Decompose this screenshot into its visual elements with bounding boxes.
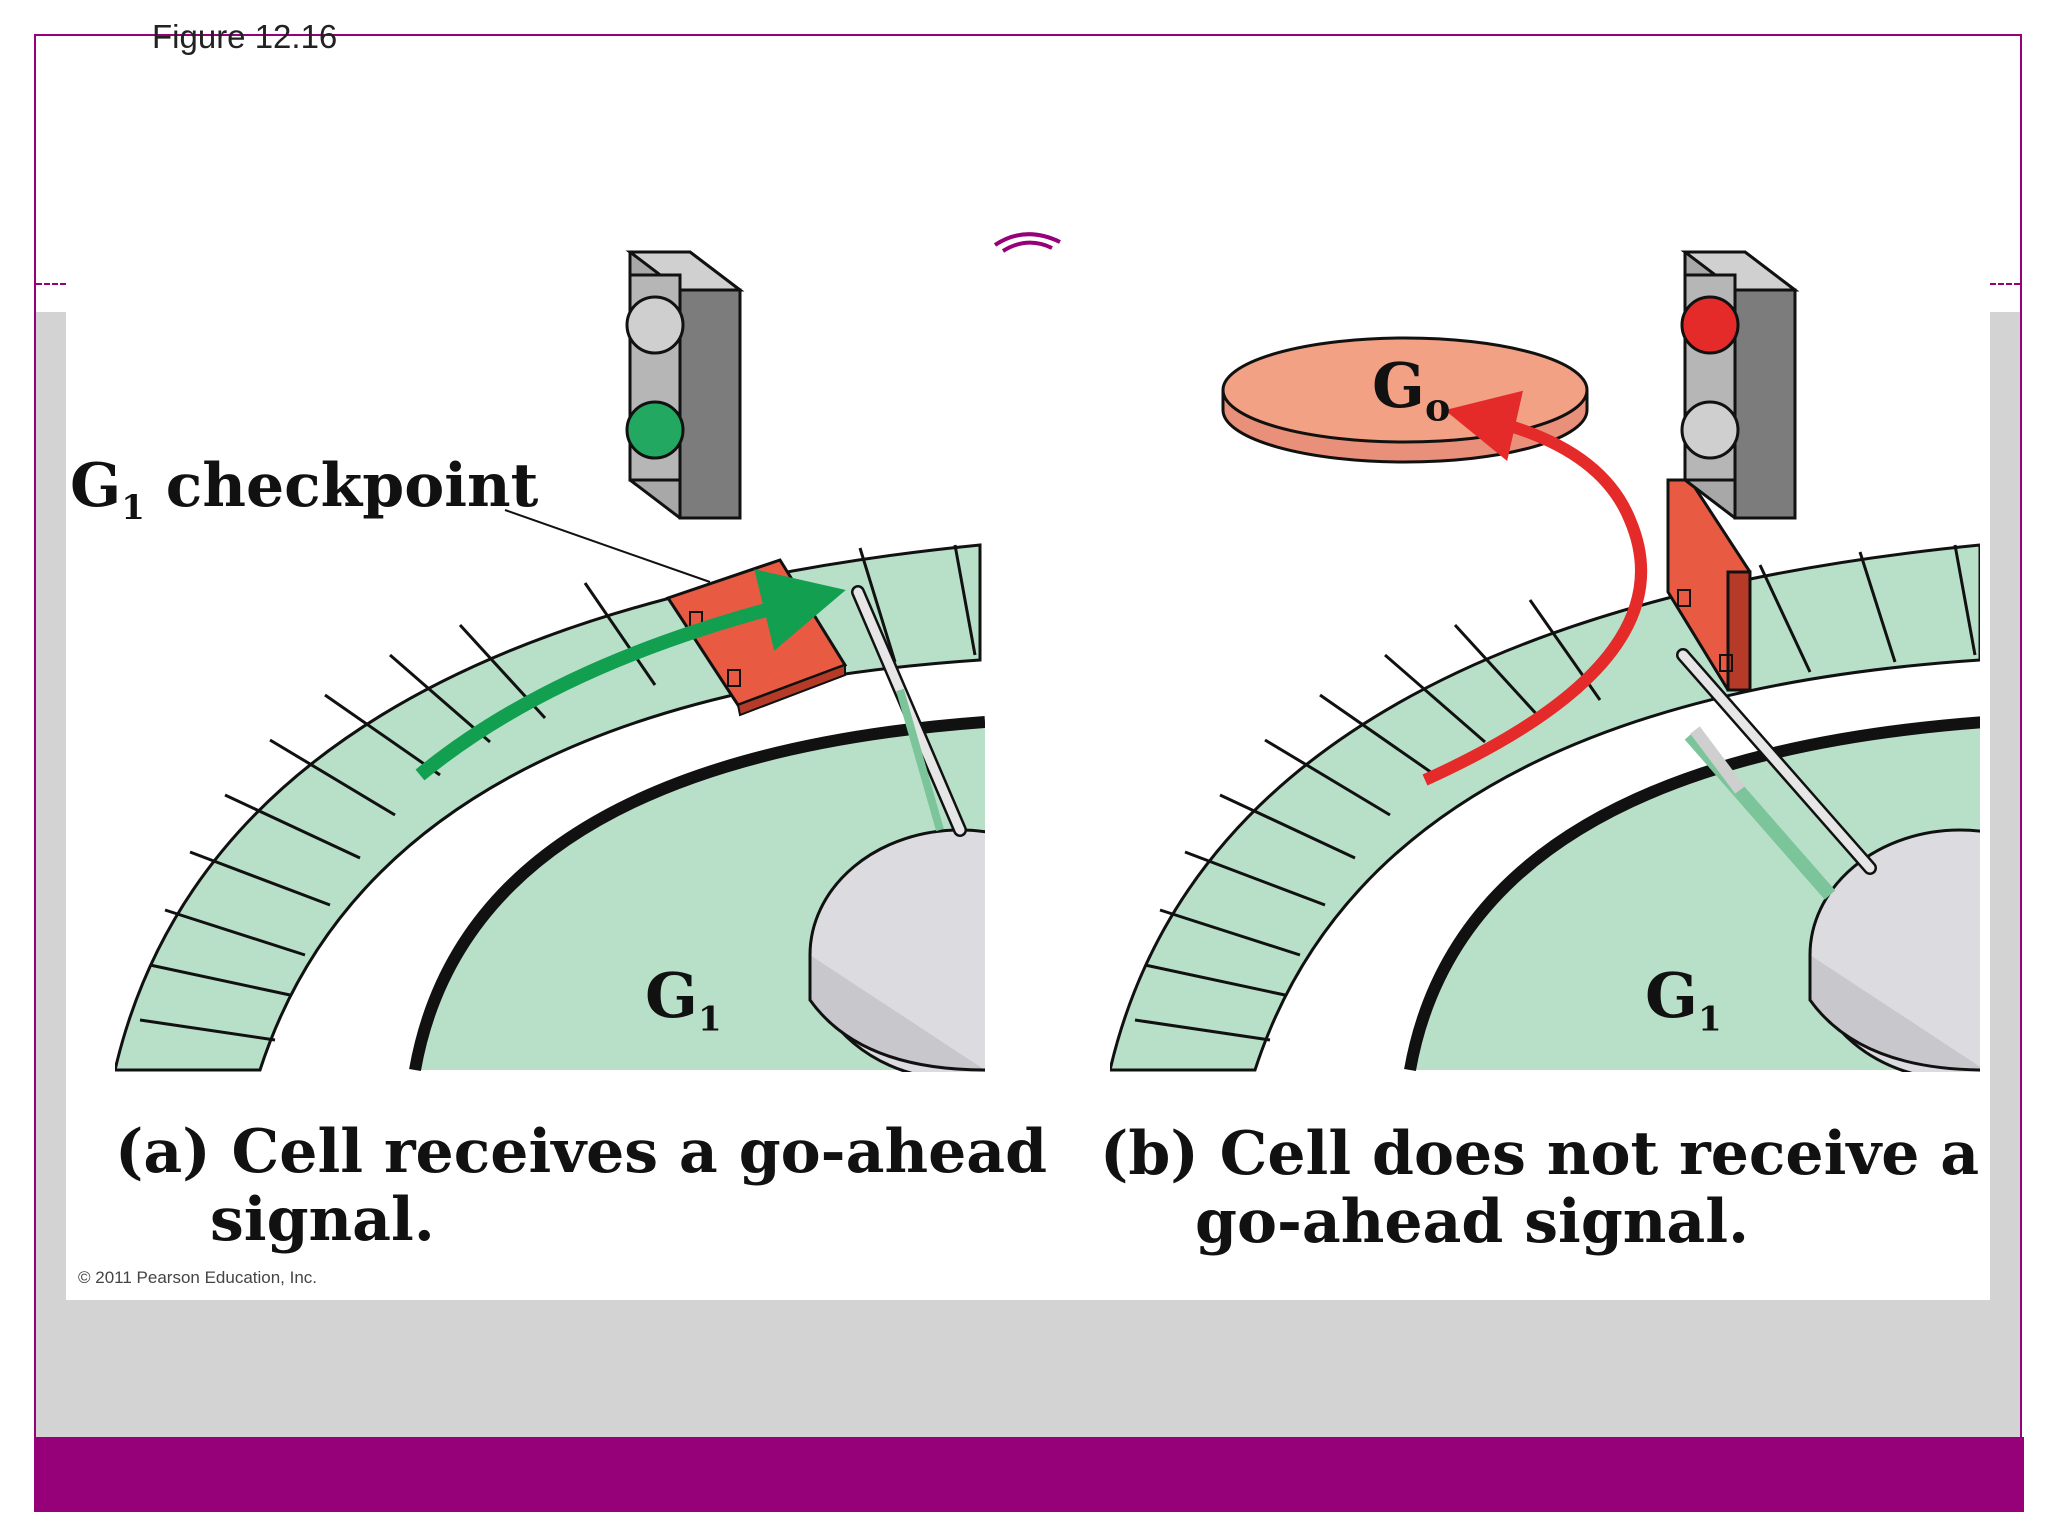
g1-phase-label-a: G1 <box>645 959 722 1040</box>
stop-arrow-icon <box>1422 390 1648 786</box>
panel-b-cycle <box>1110 543 1980 1072</box>
g1-phase-label-b: G1 <box>1645 959 1722 1040</box>
caption-a-line1: (a) Cell receives a go-ahead <box>115 1117 1048 1187</box>
divider-right <box>1990 283 2020 285</box>
traffic-light-green-icon <box>625 250 745 520</box>
checkpoint-plate-b <box>1666 478 1752 692</box>
caption-b-line2: go-ahead signal. <box>1195 1187 1749 1257</box>
panel-a-cycle <box>115 543 985 1072</box>
copyright-notice: © 2011 Pearson Education, Inc. <box>78 1268 318 1287</box>
g1-checkpoint-label: G1 checkpoint <box>70 451 539 528</box>
checkpoint-leader-line <box>504 509 711 583</box>
go-arrow-icon <box>415 569 846 781</box>
footer-bar <box>34 1437 2024 1512</box>
caption-b-line1: (b) Cell does not receive a <box>1100 1119 1980 1189</box>
figure-label: Figure 12.16 <box>152 18 338 55</box>
traffic-light-red-icon <box>1680 250 1800 520</box>
g0-label: Go <box>1372 349 1451 430</box>
caption-a-line2: signal. <box>210 1185 435 1255</box>
divider-left <box>36 283 66 285</box>
